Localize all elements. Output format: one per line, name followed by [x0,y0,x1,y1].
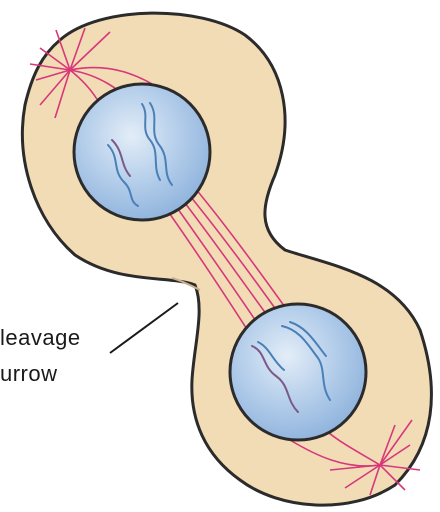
bottom-nucleus [230,304,366,440]
label-leader-line [110,303,178,353]
cleavage-furrow-label-line1: leavage [0,327,81,349]
cleavage-furrow-label-line2: urrow [0,363,58,385]
